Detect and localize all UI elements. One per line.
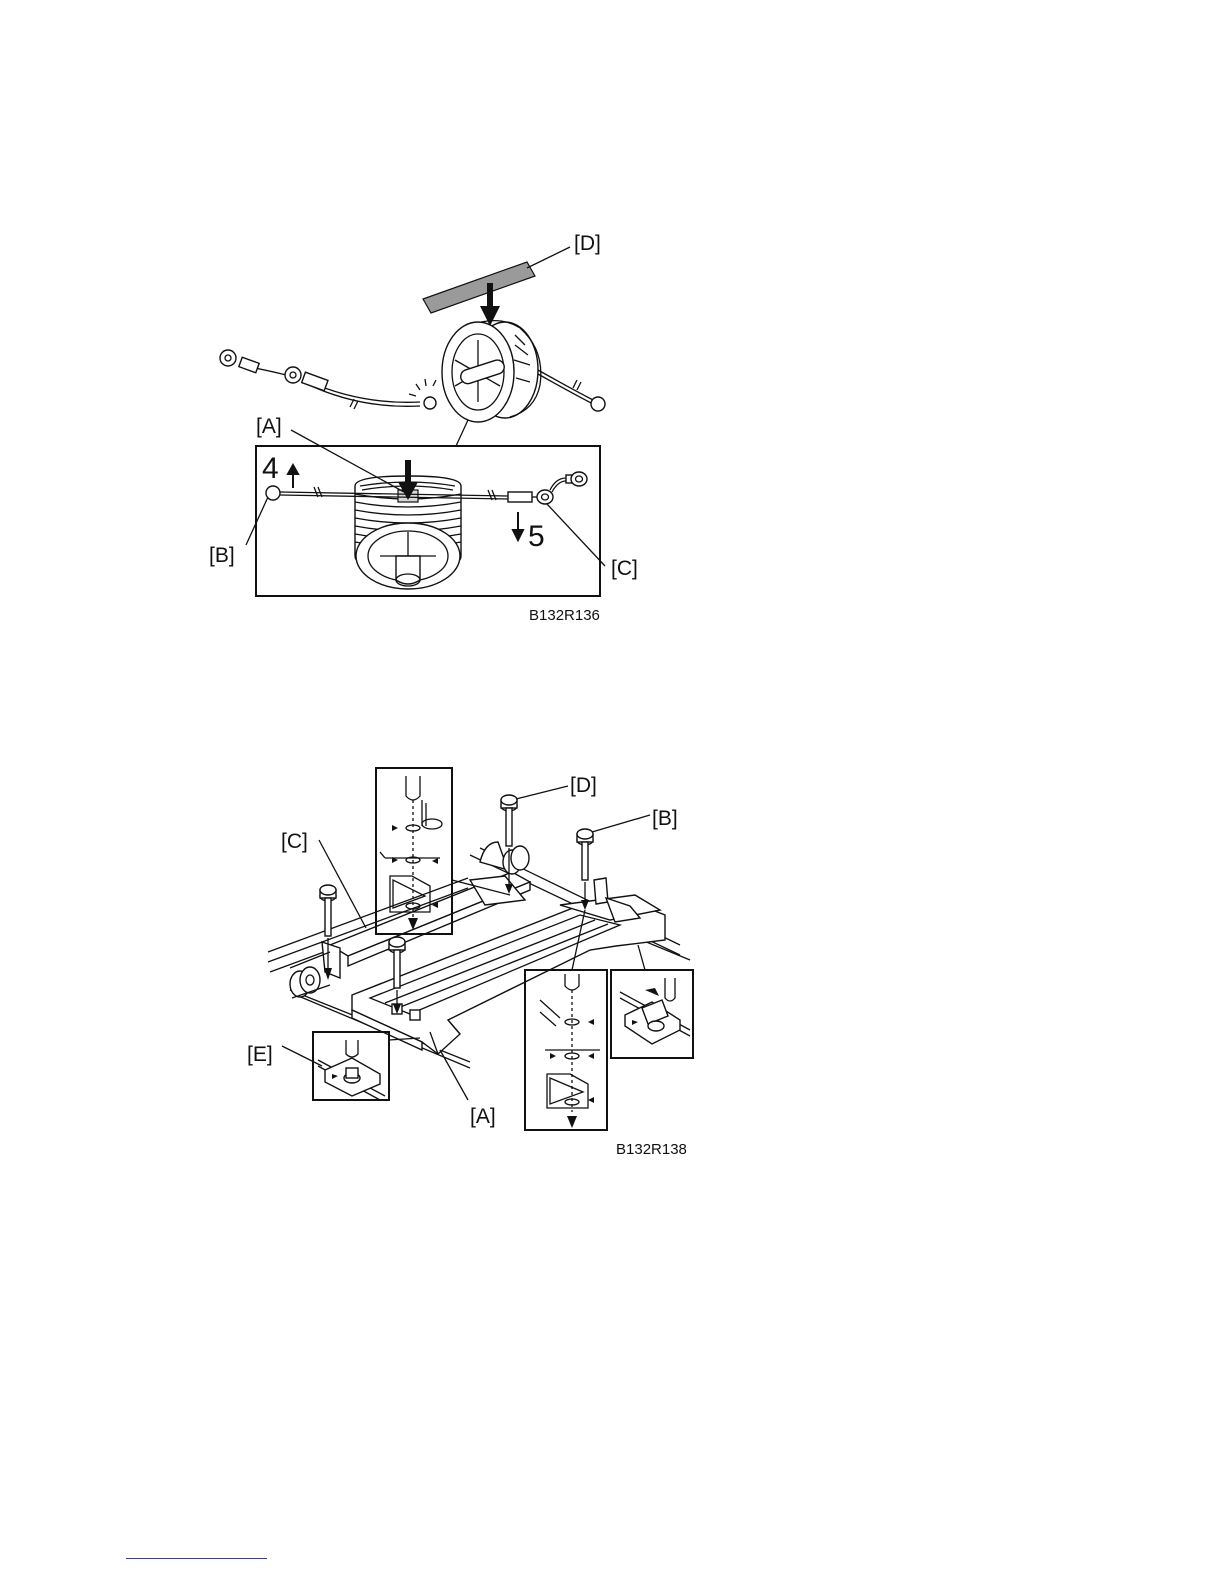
drum-pulley-top xyxy=(442,321,541,422)
label-a: [A] xyxy=(470,1105,496,1128)
label-d: [D] xyxy=(574,232,601,255)
step-number-down: 5 xyxy=(528,520,545,553)
step-number-up: 4 xyxy=(262,452,279,485)
label-c: [C] xyxy=(611,557,638,580)
label-c: [C] xyxy=(281,830,308,853)
inset-wire-clamp-right xyxy=(611,945,693,1058)
screw-b xyxy=(577,829,593,910)
footnote-separator xyxy=(126,1558,267,1559)
drive-wire-right xyxy=(538,370,605,411)
figure-1-drum-wire-assembly: 4 5 [D] [A] [B] [C] B132R136 xyxy=(209,232,638,624)
drive-wire-left xyxy=(220,350,436,409)
figure-code: B132R136 xyxy=(529,607,600,624)
label-e: [E] xyxy=(247,1043,273,1066)
figure-2-carriage-assembly: [D] [B] [C] [E] [A] B132R138 xyxy=(247,768,693,1158)
label-a: [A] xyxy=(256,415,282,438)
step-arrow-down xyxy=(513,512,523,540)
step-arrow-up xyxy=(288,465,298,488)
wire-ball-end xyxy=(424,397,436,409)
ring-terminal-c xyxy=(537,490,553,504)
figure-code: B132R138 xyxy=(616,1141,687,1158)
tape-d xyxy=(423,262,535,313)
label-d: [D] xyxy=(570,774,597,797)
label-b: [B] xyxy=(652,807,678,830)
label-b: [B] xyxy=(209,544,235,567)
